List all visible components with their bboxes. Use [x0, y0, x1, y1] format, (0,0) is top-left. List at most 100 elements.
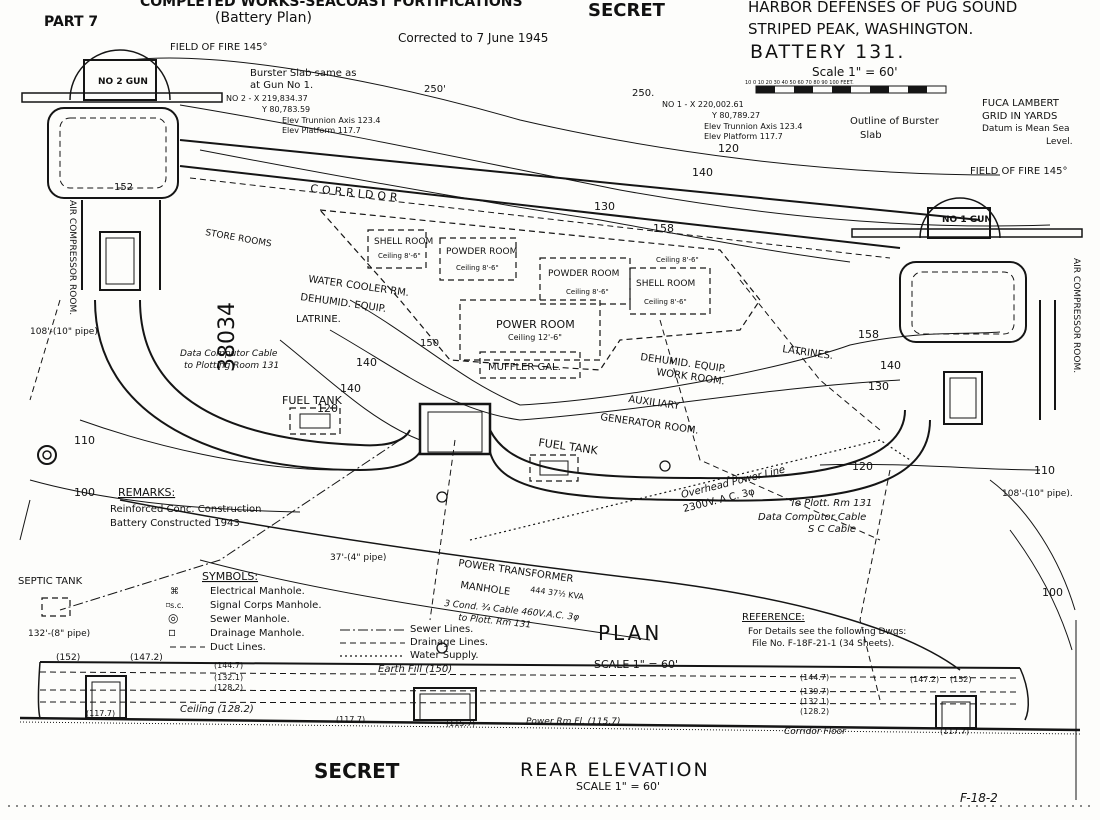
reference-line2: File No. F-18F-21-1 (34 Sheets).	[752, 639, 894, 649]
remarks-block: REMARKS: Reinforced Conc. Construction B…	[110, 486, 261, 529]
grid-note-line3: Datum is Mean Sea	[982, 124, 1070, 134]
contour-label-110b: 110	[1034, 464, 1055, 477]
grid-note-line1: FUCA LAMBERT	[982, 98, 1060, 109]
elev-label-1472-right: (147.2)	[910, 675, 939, 684]
elev-label-1177-center: (117.7)	[336, 715, 365, 724]
gun-1-platform: Elev Platform 117.7	[704, 132, 783, 141]
symbol-label-1: Signal Corps Manhole.	[210, 600, 322, 611]
reference-block: REFERENCE: For Details see the following…	[742, 612, 906, 649]
plan-scale: SCALE 1" = 60'	[594, 658, 678, 671]
elev-label-152-left: (152)	[56, 653, 80, 663]
secret-stamp-top: SECRET	[588, 0, 666, 21]
shell-room-a-ceiling: Ceiling 8'-6"	[378, 252, 421, 260]
elev-label-1321-left: (132.1)	[214, 673, 243, 682]
elev-label-1157-center: (115.7)	[446, 719, 475, 728]
powder-room-a-label: POWDER ROOM	[446, 247, 517, 257]
contour-label-150: 150	[420, 338, 439, 349]
contour-label-120c: 120	[317, 402, 338, 415]
contour-label-100b: 100	[1042, 586, 1063, 599]
fuel-tank-left-label: FUEL TANK	[282, 394, 343, 407]
ceiling-top-label: Ceiling 8'-6"	[656, 256, 699, 264]
burster-note-2: at Gun No 1.	[250, 80, 313, 91]
gun-1-y: Y 80,789.27	[711, 111, 760, 120]
manhole-label: MANHOLE	[460, 580, 511, 598]
air-compressor-left-label: AIR COMPRESSOR ROOM.	[67, 200, 77, 315]
elev-label-152-right: (152)	[950, 675, 972, 684]
powder-room-b-ceiling: Ceiling 8'-6"	[566, 288, 609, 296]
contour-label-140a: 130	[594, 200, 615, 213]
contour-label-140b: 140	[880, 359, 901, 372]
location-title: STRIPED PEAK, WASHINGTON.	[748, 20, 973, 38]
main-title: COMPLETED WORKS-SEACOAST FORTIFICATIONS	[140, 0, 523, 10]
earth-fill-label: Earth Fill (150)	[378, 664, 452, 675]
powder-room-b-label: POWDER ROOM	[548, 269, 619, 279]
grid-note-line4: Level.	[1046, 137, 1073, 147]
reference-line1: For Details see the following Dwgs:	[748, 627, 906, 637]
manhole-symbol-low	[436, 642, 448, 654]
contour-label-130c: 140	[340, 382, 361, 395]
dimension-250-right: 250.	[632, 88, 654, 99]
symbols-legend: SYMBOLS: ⌘ Electrical Manhole. ⌑s.c. Sig…	[166, 570, 488, 661]
field-of-fire-1: FIELD OF FIRE 145°	[970, 166, 1068, 177]
gun-1-x: NO 1 - X 220,002.61	[662, 100, 744, 109]
battery-structure	[21, 49, 1083, 671]
manhole-symbol-right	[659, 460, 671, 472]
scale-bar-label: 10 0 10 20 30 40 50 60 70 80 90 100 FEET…	[745, 80, 854, 86]
contour-label-120b: 120	[852, 460, 873, 473]
burster-note-1: Burster Slab same as	[250, 68, 356, 79]
septic-tank-symbol	[41, 597, 71, 617]
contour-label-110a: 110	[74, 434, 95, 447]
scale-bar	[755, 85, 947, 94]
plott-room-1: To Plott. Rm 131	[790, 498, 872, 509]
contour-label-100a: 100	[74, 486, 95, 499]
contour-label-120a: 120	[718, 142, 739, 155]
outline-burster-2: Slab	[860, 130, 882, 141]
symbol-glyph-1: ⌑s.c.	[166, 601, 184, 610]
symbols-title: SYMBOLS:	[202, 570, 258, 583]
pipe-37: 37'-(4" pipe)	[330, 553, 386, 563]
elev-label-1397-right: (139.7)	[800, 687, 829, 696]
remarks-line1: Reinforced Conc. Construction	[110, 504, 261, 515]
symbol-label-2: Sewer Manhole.	[210, 614, 290, 625]
contour-label-130b: 130	[868, 380, 889, 393]
scale-title: Scale 1" = 60'	[812, 65, 898, 79]
symbol-glyph-0: ⌘	[170, 587, 179, 597]
part-label: PART 7	[44, 14, 98, 30]
elev-label-1447-left: (144.7)	[214, 661, 243, 670]
gun-2-platform: Elev Platform 117.7	[282, 126, 361, 135]
shell-room-a-label: SHELL ROOM	[374, 237, 433, 247]
data-cable-left-1: Data Computor Cable	[180, 349, 278, 359]
pipe-108-left: 108'-(10" pipe)	[30, 327, 98, 337]
battery-title: BATTERY 131.	[750, 41, 905, 63]
reference-title: REFERENCE:	[742, 612, 805, 623]
drainage-lines-label: Drainage Lines.	[410, 637, 488, 648]
dehumid-left-label: DEHUMID. EQUIP.	[300, 292, 387, 315]
elev-label-1447-right: (144.7)	[800, 673, 829, 682]
muffler-label: MUFFLER GAL.	[488, 362, 561, 373]
symbol-label-3: Drainage Manhole.	[210, 628, 305, 639]
corrected-date: Corrected to 7 June 1945	[398, 31, 548, 45]
shell-room-b-ceiling: Ceiling 8'-6"	[644, 298, 687, 306]
sewer-lines-label: Sewer Lines.	[410, 624, 473, 635]
shell-room-b-label: SHELL ROOM	[636, 279, 695, 289]
latrines-label: LATRINES.	[782, 344, 834, 362]
subtitle: (Battery Plan)	[215, 10, 312, 26]
symbol-label-0: Electrical Manhole.	[210, 586, 305, 597]
contour-label-130a: 140	[692, 166, 713, 179]
gun-2-label: NO 2 GUN	[98, 77, 148, 87]
manhole-symbol-center	[436, 491, 448, 503]
gun-2-y: Y 80,783.59	[261, 105, 310, 114]
pipe-132: 132'-(8" pipe)	[28, 629, 90, 639]
grid-note-line2: GRID IN YARDS	[982, 111, 1057, 122]
elev-label-1177-right: (117.7)	[940, 727, 969, 736]
remarks-line2: Battery Constructed 1943	[110, 518, 240, 529]
sewer-manhole-symbol	[37, 445, 57, 465]
symbol-glyph-3: ▫	[168, 625, 176, 639]
power-room-floor-label: Power Rm Fl. (115.7)	[526, 717, 620, 727]
symbol-label-4: Duct Lines.	[210, 642, 266, 653]
rear-elevation	[19, 661, 1081, 735]
elev-label-1321-right: (132.1)	[800, 697, 829, 706]
dimension-250-left: 250'	[424, 84, 446, 95]
power-room-ceiling: Ceiling 12'-6"	[508, 333, 562, 342]
